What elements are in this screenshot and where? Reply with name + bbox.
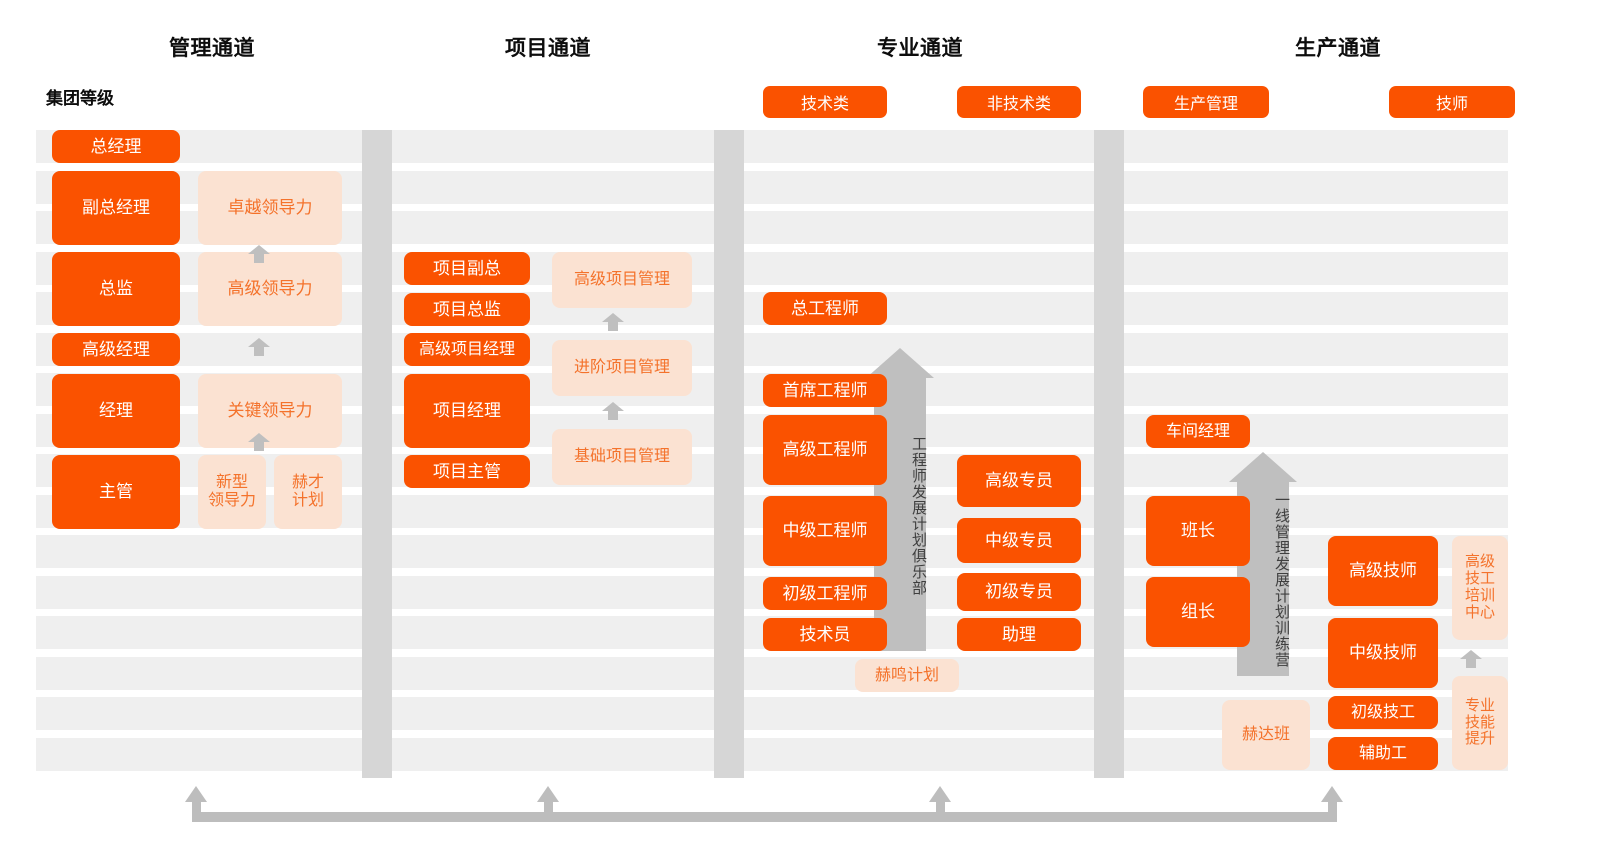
node-management-level[interactable]: 经理 xyxy=(52,374,180,448)
bottom-rail-arrow-icon xyxy=(929,786,951,802)
category-pill[interactable]: 非技术类 xyxy=(957,86,1081,118)
node-production-management-level[interactable]: 车间经理 xyxy=(1146,415,1250,448)
node-training-program[interactable]: 专业技能提升 xyxy=(1452,676,1508,770)
bottom-rail-arrow-icon xyxy=(537,786,559,802)
node-management-level[interactable]: 主管 xyxy=(52,455,180,529)
node-project-program[interactable]: 进阶项目管理 xyxy=(552,340,692,396)
grade-label: 集团等级 xyxy=(46,89,114,108)
grid-separator-0 xyxy=(362,130,392,778)
bottom-rail-stem xyxy=(544,800,553,822)
node-production-management-level[interactable]: 组长 xyxy=(1146,577,1250,647)
grid-separator-2 xyxy=(1094,130,1124,778)
node-technical-level[interactable]: 首席工程师 xyxy=(763,374,887,407)
node-technician-level[interactable]: 高级技师 xyxy=(1328,536,1438,606)
promotion-arrow-icon xyxy=(248,433,270,451)
node-training-program[interactable]: 高级技工培训中心 xyxy=(1452,536,1508,640)
program-arrow-head-icon xyxy=(1229,452,1297,482)
category-pill[interactable]: 生产管理 xyxy=(1143,86,1269,118)
node-project-level[interactable]: 项目主管 xyxy=(404,455,530,488)
promotion-arrow-icon xyxy=(1460,650,1482,668)
node-production-program[interactable]: 赫达班 xyxy=(1222,700,1310,770)
bottom-rail-stem xyxy=(192,800,201,822)
category-pill[interactable]: 技师 xyxy=(1389,86,1515,118)
node-nontechnical-level[interactable]: 初级专员 xyxy=(957,573,1081,611)
bottom-rail-bar xyxy=(196,812,1332,822)
frontline-program-label: 一线管理发展计划训练营 xyxy=(1273,492,1290,668)
node-nontechnical-level[interactable]: 高级专员 xyxy=(957,455,1081,507)
node-nontechnical-level[interactable]: 助理 xyxy=(957,618,1081,651)
node-project-level[interactable]: 项目副总 xyxy=(404,252,530,285)
promotion-arrow-icon xyxy=(248,245,270,263)
node-management-program[interactable]: 新型领导力 xyxy=(198,455,266,529)
node-project-level[interactable]: 高级项目经理 xyxy=(404,333,530,366)
grid-row xyxy=(36,332,1508,366)
category-pill[interactable]: 技术类 xyxy=(763,86,887,118)
node-project-level[interactable]: 项目经理 xyxy=(404,374,530,448)
node-technical-level[interactable]: 中级工程师 xyxy=(763,496,887,566)
node-management-program[interactable]: 卓越领导力 xyxy=(198,171,342,245)
grid-separator-1 xyxy=(714,130,744,778)
node-professional-program[interactable]: 赫鸣计划 xyxy=(855,659,959,692)
node-management-level[interactable]: 总经理 xyxy=(52,130,180,163)
node-technician-level[interactable]: 初级技工 xyxy=(1328,696,1438,729)
node-management-level[interactable]: 高级经理 xyxy=(52,333,180,366)
node-project-level[interactable]: 项目总监 xyxy=(404,293,530,326)
bottom-rail-stem xyxy=(936,800,945,822)
program-arrow-head-icon xyxy=(866,348,934,378)
promotion-arrow-icon xyxy=(248,338,270,356)
node-project-program[interactable]: 基础项目管理 xyxy=(552,429,692,485)
node-management-program[interactable]: 关键领导力 xyxy=(198,374,342,448)
node-management-program[interactable]: 赫才计划 xyxy=(274,455,342,529)
channel-title-project: 项目通道 xyxy=(505,37,591,60)
bottom-rail-arrow-icon xyxy=(1321,786,1343,802)
node-production-management-level[interactable]: 班长 xyxy=(1146,496,1250,566)
node-nontechnical-level[interactable]: 中级专员 xyxy=(957,518,1081,563)
promotion-arrow-icon xyxy=(602,313,624,331)
node-technician-level[interactable]: 中级技师 xyxy=(1328,618,1438,688)
node-management-level[interactable]: 总监 xyxy=(52,252,180,326)
channel-title-production: 生产通道 xyxy=(1295,37,1381,60)
node-technical-level[interactable]: 技术员 xyxy=(763,618,887,651)
bottom-rail-stem xyxy=(1328,800,1337,822)
node-project-program[interactable]: 高级项目管理 xyxy=(552,252,692,308)
promotion-arrow-icon xyxy=(602,402,624,420)
grid-row xyxy=(36,130,1508,163)
node-management-level[interactable]: 副总经理 xyxy=(52,171,180,245)
node-management-program[interactable]: 高级领导力 xyxy=(198,252,342,326)
node-technical-level[interactable]: 总工程师 xyxy=(763,292,887,325)
bottom-rail-arrow-icon xyxy=(185,786,207,802)
channel-title-management: 管理通道 xyxy=(169,37,255,60)
node-technician-level[interactable]: 辅助工 xyxy=(1328,737,1438,770)
node-technical-level[interactable]: 初级工程师 xyxy=(763,577,887,610)
node-technical-level[interactable]: 高级工程师 xyxy=(763,415,887,485)
channel-title-professional: 专业通道 xyxy=(877,37,963,60)
engineer-program-label: 工程师发展计划俱乐部 xyxy=(910,435,927,596)
